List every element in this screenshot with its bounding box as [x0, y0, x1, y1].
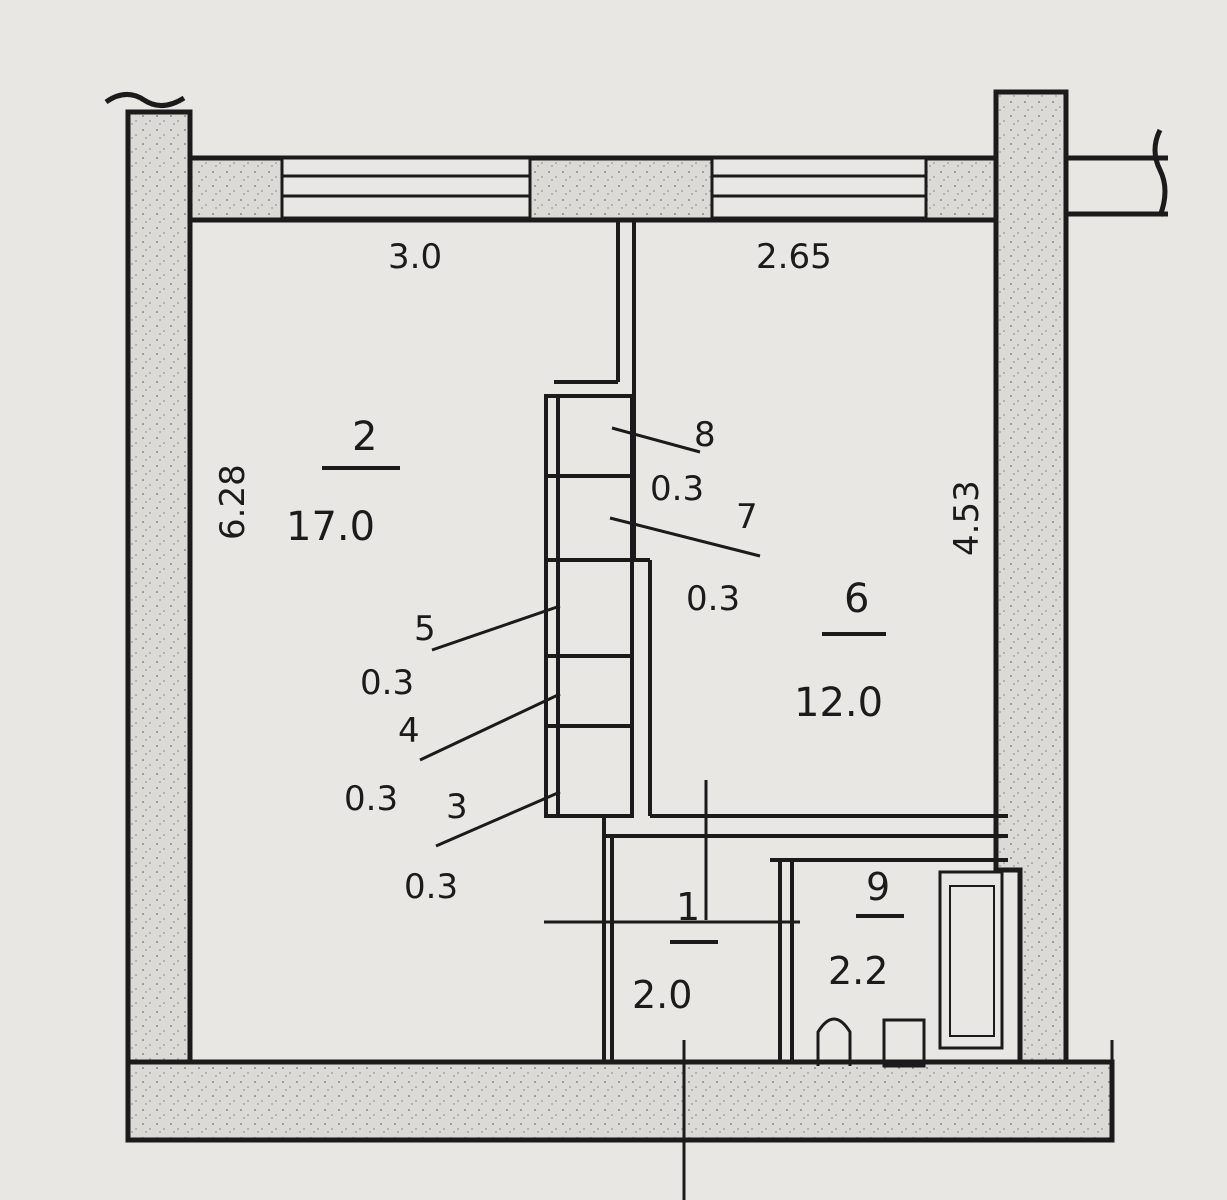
closet-7-area: 0.3 — [686, 579, 740, 619]
room-2-width: 3.0 — [388, 237, 442, 277]
room-6-area: 12.0 — [794, 680, 883, 726]
closet-8-number: 8 — [694, 415, 716, 455]
room-2-area: 17.0 — [286, 504, 375, 550]
break-mark — [1152, 128, 1168, 217]
room-2-length: 6.28 — [213, 464, 253, 540]
room-1-area: 2.0 — [632, 973, 692, 1017]
window-right — [710, 156, 928, 220]
right-wall — [993, 89, 1069, 1065]
closet-3-area: 0.3 — [404, 867, 458, 907]
room-6-width: 2.65 — [756, 237, 832, 277]
leaders — [419, 426, 1114, 1200]
closet-labels: 8 0.3 7 0.3 5 0.3 4 0.3 3 0.3 — [344, 415, 758, 907]
room-6-length: 4.53 — [947, 480, 987, 556]
room-9-number: 9 — [866, 865, 890, 909]
window-left — [280, 156, 532, 220]
room-9-label: 9 2.2 — [828, 865, 904, 993]
partitions — [544, 220, 1008, 1062]
left-wall — [125, 109, 193, 1065]
room-9-area: 2.2 — [828, 949, 888, 993]
closet-7-number: 7 — [736, 497, 758, 537]
sink — [882, 1018, 926, 1068]
bathtub — [938, 870, 1004, 1050]
closet-column — [544, 394, 634, 818]
room-6-number: 6 — [844, 576, 869, 622]
closet-4-number: 4 — [398, 711, 420, 751]
closet-5-area: 0.3 — [360, 663, 414, 703]
room-1-label: 1 2.0 — [632, 885, 718, 1017]
room-2-label: 2 17.0 — [286, 414, 400, 550]
windows — [280, 156, 928, 220]
closet-8-area: 0.3 — [650, 469, 704, 509]
room-1-number: 1 — [676, 885, 700, 929]
room-6-label: 6 12.0 — [794, 576, 886, 726]
dimension-labels: 3.0 2.65 6.28 4.53 — [213, 237, 987, 556]
fixtures — [816, 1017, 926, 1068]
closet-5-number: 5 — [414, 609, 436, 649]
break-mark — [104, 92, 186, 108]
closet-3-number: 3 — [446, 787, 468, 827]
room-2-number: 2 — [352, 414, 377, 460]
toilet — [816, 1017, 852, 1066]
closet-4-area: 0.3 — [344, 779, 398, 819]
bottom-wall — [125, 1059, 1115, 1143]
